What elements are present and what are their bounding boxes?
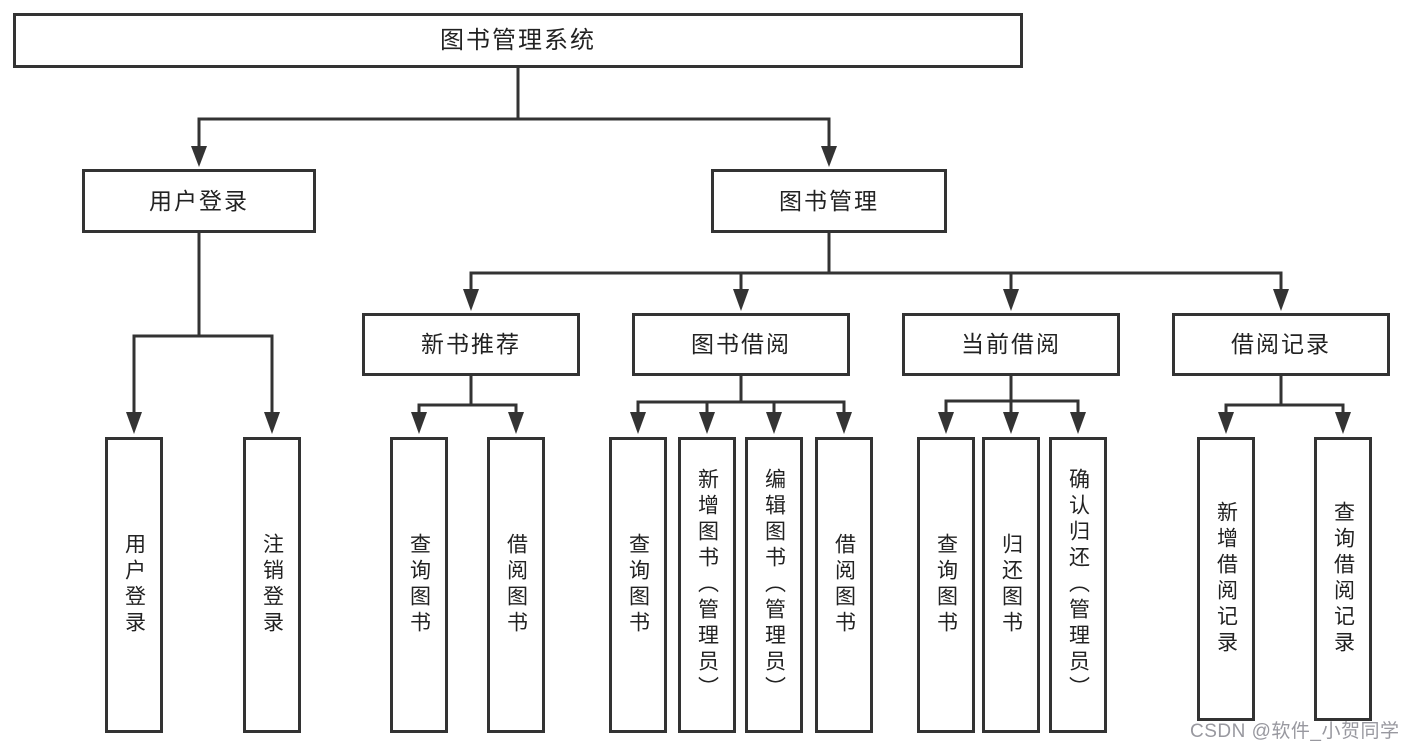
node-book-management-label: 图书管理 bbox=[779, 187, 879, 214]
node-new-book-recommend-label: 新书推荐 bbox=[421, 331, 521, 357]
leaf-add-book-admin-label: 新增图书（管理员） bbox=[695, 468, 719, 702]
leaf-query-books-recommend: 查询图书 bbox=[390, 437, 448, 733]
connector-login-to-children bbox=[126, 233, 280, 434]
node-borrow-records: 借阅记录 bbox=[1172, 313, 1390, 376]
leaf-query-books-borrow: 查询图书 bbox=[609, 437, 667, 733]
leaf-user-login-label: 用户登录 bbox=[122, 533, 146, 637]
leaf-add-borrow-record-label: 新增借阅记录 bbox=[1214, 501, 1238, 657]
connector-root-to-level2 bbox=[191, 68, 837, 167]
leaf-query-books-current-label: 查询图书 bbox=[934, 533, 958, 637]
leaf-borrow-books: 借阅图书 bbox=[815, 437, 873, 733]
leaf-edit-book-admin-label: 编辑图书（管理员） bbox=[762, 468, 786, 702]
node-user-login: 用户登录 bbox=[82, 169, 316, 233]
connector-borrow-to-children bbox=[630, 376, 852, 434]
node-book-borrow: 图书借阅 bbox=[632, 313, 850, 376]
leaf-query-borrow-record: 查询借阅记录 bbox=[1314, 437, 1372, 721]
leaf-user-login: 用户登录 bbox=[105, 437, 163, 733]
leaf-confirm-return-admin-label: 确认归还（管理员） bbox=[1066, 468, 1090, 702]
node-book-management: 图书管理 bbox=[711, 169, 947, 233]
leaf-query-books-current: 查询图书 bbox=[917, 437, 975, 733]
node-borrow-records-label: 借阅记录 bbox=[1231, 331, 1331, 357]
node-book-borrow-label: 图书借阅 bbox=[691, 331, 791, 357]
leaf-confirm-return-admin: 确认归还（管理员） bbox=[1049, 437, 1107, 733]
leaf-query-books-recommend-label: 查询图书 bbox=[407, 533, 431, 637]
node-current-borrow: 当前借阅 bbox=[902, 313, 1120, 376]
leaf-return-book: 归还图书 bbox=[982, 437, 1040, 733]
node-new-book-recommend: 新书推荐 bbox=[362, 313, 580, 376]
node-root-label: 图书管理系统 bbox=[440, 26, 596, 54]
connector-management-to-level3 bbox=[463, 233, 1289, 311]
leaf-add-book-admin: 新增图书（管理员） bbox=[678, 437, 736, 733]
connector-records-to-children bbox=[1218, 376, 1351, 434]
leaf-query-books-borrow-label: 查询图书 bbox=[626, 533, 650, 637]
leaf-borrow-books-label: 借阅图书 bbox=[832, 533, 856, 637]
leaf-logout-label: 注销登录 bbox=[260, 533, 284, 637]
leaf-borrow-books-recommend-label: 借阅图书 bbox=[504, 533, 528, 637]
connector-current-to-children bbox=[938, 376, 1086, 434]
node-root: 图书管理系统 bbox=[13, 13, 1023, 68]
leaf-edit-book-admin: 编辑图书（管理员） bbox=[745, 437, 803, 733]
leaf-return-book-label: 归还图书 bbox=[999, 533, 1023, 637]
leaf-borrow-books-recommend: 借阅图书 bbox=[487, 437, 545, 733]
leaf-logout: 注销登录 bbox=[243, 437, 301, 733]
connector-newbook-to-children bbox=[411, 376, 524, 434]
node-current-borrow-label: 当前借阅 bbox=[961, 331, 1061, 357]
leaf-add-borrow-record: 新增借阅记录 bbox=[1197, 437, 1255, 721]
leaf-query-borrow-record-label: 查询借阅记录 bbox=[1331, 501, 1355, 657]
node-user-login-label: 用户登录 bbox=[149, 187, 249, 214]
csdn-watermark: CSDN @软件_小贺同学 bbox=[1190, 721, 1400, 742]
